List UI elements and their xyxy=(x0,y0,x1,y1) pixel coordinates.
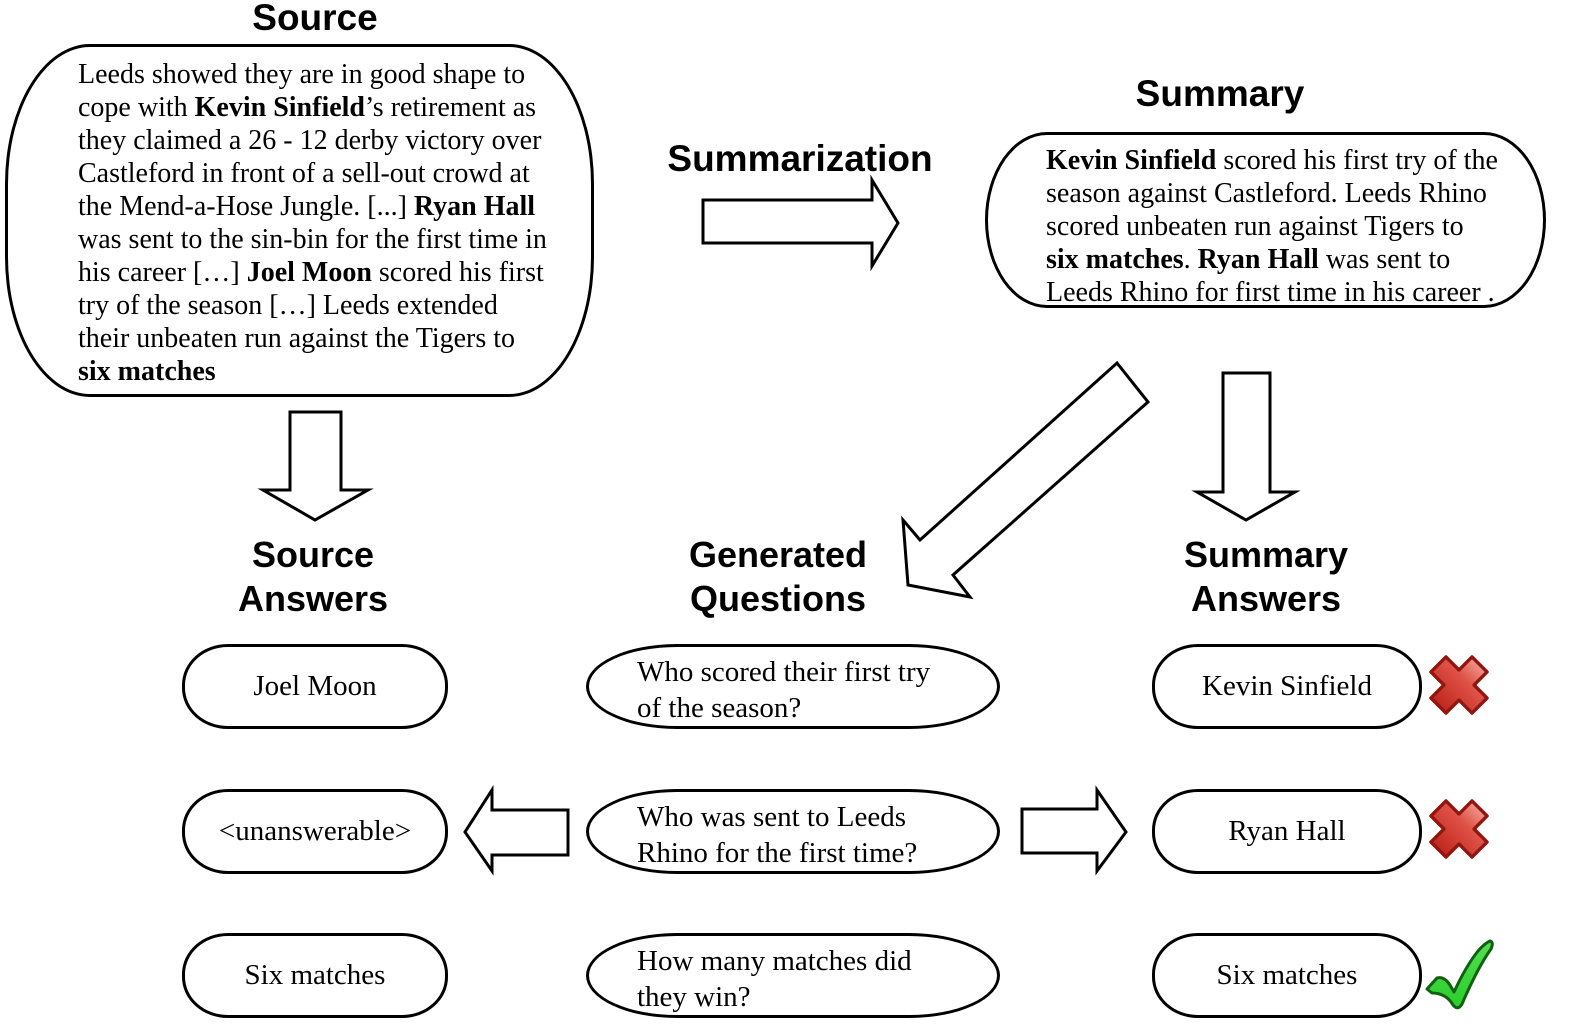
cross-icon xyxy=(1429,799,1489,859)
source-text-line: try of the season […] Leeds extended xyxy=(78,290,498,321)
source-answers-label: Source Answers xyxy=(237,534,389,619)
source-text-line: cope with Kevin Sinfield’s retirement as xyxy=(78,92,537,123)
summarization-label: Summarization xyxy=(667,138,933,179)
summary-down-arrow-icon xyxy=(1191,371,1301,522)
question-oval: How many matches did they win? xyxy=(586,933,1000,1018)
summary-text-line: scored unbeaten run against Tigers to xyxy=(1046,211,1464,242)
source-title: Source xyxy=(252,0,378,38)
source-answer-oval: <unanswerable> xyxy=(182,789,448,874)
source-bubble: Leeds showed they are in good shape to c… xyxy=(5,44,594,397)
question-oval: Who scored their first try of the season… xyxy=(586,644,1000,729)
cross-icon xyxy=(1429,655,1489,715)
summary-text-line: Kevin Sinfield scored his first try of t… xyxy=(1046,145,1498,176)
source-answer-oval: Six matches xyxy=(182,933,448,1018)
summary-answer-oval: Kevin Sinfield xyxy=(1152,644,1422,729)
summarization-arrow-icon xyxy=(701,174,900,272)
source-text-line: the Mend-a-Hose Jungle. [...] Ryan Hall xyxy=(78,191,536,222)
source-text-line: was sent to the sin-bin for the first ti… xyxy=(78,224,547,255)
summary-text-line: Leeds Rhino for first time in his career… xyxy=(1046,277,1495,308)
source-text-line: Castleford in front of a sell-out crowd … xyxy=(78,158,530,189)
source-down-arrow-icon xyxy=(257,410,374,522)
left-block-arrow-icon xyxy=(463,784,570,876)
summary-answer-oval: Six matches xyxy=(1152,933,1422,1018)
source-text-line: they claimed a 26 - 12 derby victory ove… xyxy=(78,125,542,156)
summary-answer-oval: Ryan Hall xyxy=(1152,789,1422,874)
question-generation-diagonal-arrow-icon xyxy=(901,360,1151,600)
source-text-line: their unbeaten run against the Tigers to xyxy=(78,323,516,354)
source-answer-oval: Joel Moon xyxy=(182,644,448,729)
question-oval: Who was sent to Leeds Rhino for the firs… xyxy=(586,789,1000,874)
summary-text-line: six matches. Ryan Hall was sent to xyxy=(1046,244,1451,275)
summary-text-line: season against Castleford. Leeds Rhino xyxy=(1046,178,1487,209)
source-text-line: Leeds showed they are in good shape to xyxy=(78,59,526,90)
generated-questions-label: Generated Questions xyxy=(688,534,868,619)
summary-title: Summary xyxy=(1135,73,1305,114)
right-block-arrow-icon xyxy=(1020,785,1128,876)
source-text-line: his career […] Joel Moon scored his firs… xyxy=(78,257,544,288)
summary-answers-label: Summary Answers xyxy=(1183,534,1349,619)
source-text-line: six matches xyxy=(78,356,216,387)
summary-bubble: Kevin Sinfield scored his first try of t… xyxy=(985,132,1546,308)
check-icon xyxy=(1425,939,1494,1010)
